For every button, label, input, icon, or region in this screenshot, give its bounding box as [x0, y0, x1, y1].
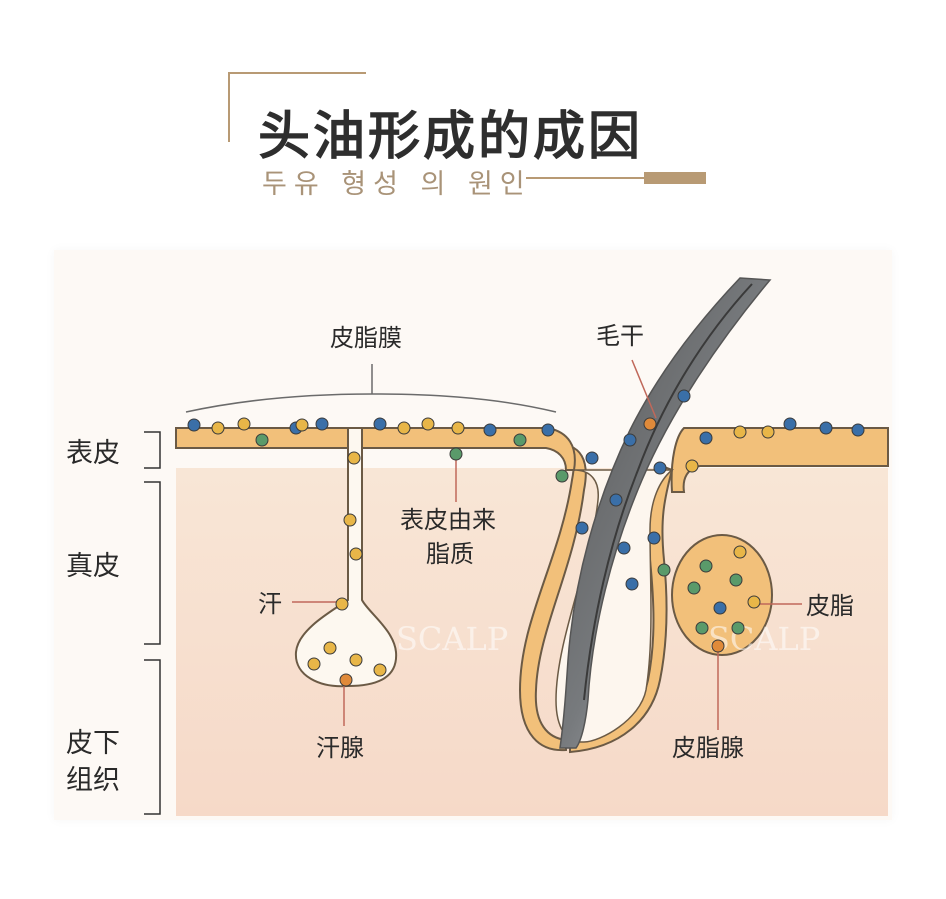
dermis-bracket	[144, 482, 160, 644]
lipid-particle	[340, 674, 352, 686]
lipid-particle	[714, 602, 726, 614]
lipid-particle	[450, 448, 462, 460]
lipid-particle	[648, 532, 660, 544]
lipid-particle	[336, 598, 348, 610]
lipid-particle	[734, 426, 746, 438]
lipid-particle	[696, 622, 708, 634]
lipid-particle	[712, 640, 724, 652]
subcutaneous-bracket	[144, 660, 160, 814]
lipid-particle	[484, 424, 496, 436]
label-hair-shaft: 毛干	[596, 322, 644, 350]
label-sebum-film: 皮脂膜	[330, 324, 402, 352]
sebum-film-bracket	[186, 394, 556, 412]
epidermis-bracket	[144, 432, 160, 468]
lipid-particle	[422, 418, 434, 430]
layer-label-subcutaneous-1: 皮下	[66, 728, 120, 759]
lipid-particle	[730, 574, 742, 586]
lipid-particle	[762, 426, 774, 438]
lipid-particle	[852, 424, 864, 436]
lipid-particle	[348, 452, 360, 464]
lipid-particle	[654, 462, 666, 474]
layer-label-subcutaneous-2: 组织	[66, 765, 120, 796]
label-sebum: 皮脂	[806, 592, 854, 620]
lipid-particle	[586, 452, 598, 464]
lipid-particle	[688, 582, 700, 594]
lipid-particle	[678, 390, 690, 402]
lipid-particle	[644, 418, 656, 430]
lipid-particle	[344, 514, 356, 526]
lipid-particle	[296, 419, 308, 431]
watermark-right: SCALP	[708, 620, 820, 658]
lipid-particle	[212, 422, 224, 434]
lipid-particle	[188, 419, 200, 431]
label-sweat: 汗	[258, 590, 282, 618]
lipid-particle	[576, 522, 588, 534]
lipid-particle	[308, 658, 320, 670]
left-epidermis-band	[176, 428, 575, 470]
lipid-particle	[350, 548, 362, 560]
lipid-particle	[514, 434, 526, 446]
lipid-particle	[686, 460, 698, 472]
watermark-left: SCALP	[396, 620, 508, 658]
lipid-particle	[324, 642, 336, 654]
lipid-particle	[700, 560, 712, 572]
lipid-particle	[374, 664, 386, 676]
layer-label-dermis: 真皮	[66, 551, 120, 582]
lipid-particle	[350, 654, 362, 666]
lipid-particle	[658, 564, 670, 576]
lipid-particle	[610, 494, 622, 506]
lipid-particle	[398, 422, 410, 434]
lipid-particle	[256, 434, 268, 446]
lipid-particle	[626, 578, 638, 590]
layer-label-epidermis: 表皮	[66, 438, 120, 469]
lipid-particle	[820, 422, 832, 434]
lipid-particle	[732, 622, 744, 634]
lipid-particle	[238, 418, 250, 430]
lipid-particle	[734, 546, 746, 558]
lipid-particle	[374, 418, 386, 430]
lipid-particle	[542, 424, 554, 436]
lipid-particle	[700, 432, 712, 444]
lipid-particle	[624, 434, 636, 446]
lipid-particle	[316, 418, 328, 430]
label-sweat-gland: 汗腺	[316, 734, 364, 762]
label-sebaceous-gland: 皮脂腺	[672, 734, 744, 762]
lipid-particle	[452, 422, 464, 434]
lipid-particle	[784, 418, 796, 430]
label-epidermal-lipid-2: 脂质	[426, 540, 474, 568]
lipid-particle	[748, 596, 760, 608]
label-epidermal-lipid-1: 表皮由来	[400, 506, 496, 534]
lipid-particle	[556, 470, 568, 482]
lipid-particle	[618, 542, 630, 554]
